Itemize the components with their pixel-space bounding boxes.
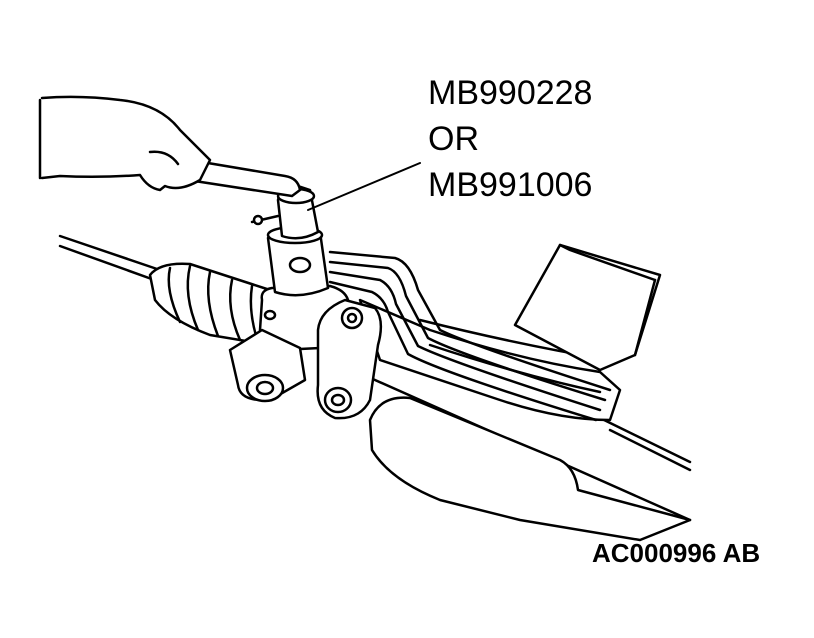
tool-callout: MB990228 OR MB991006 <box>428 70 592 208</box>
callout-leader-line <box>307 162 421 211</box>
pinion-housing <box>228 284 383 420</box>
figure-id: AC000996 AB <box>592 538 761 568</box>
rack-boot <box>148 262 272 347</box>
valve-box <box>513 243 662 372</box>
callout-line-2: OR <box>428 120 479 158</box>
hydraulic-lines <box>328 250 612 422</box>
callout-line-3: MB991006 <box>428 166 593 204</box>
hand <box>38 95 212 192</box>
callout-line-1: MB990228 <box>428 74 593 112</box>
